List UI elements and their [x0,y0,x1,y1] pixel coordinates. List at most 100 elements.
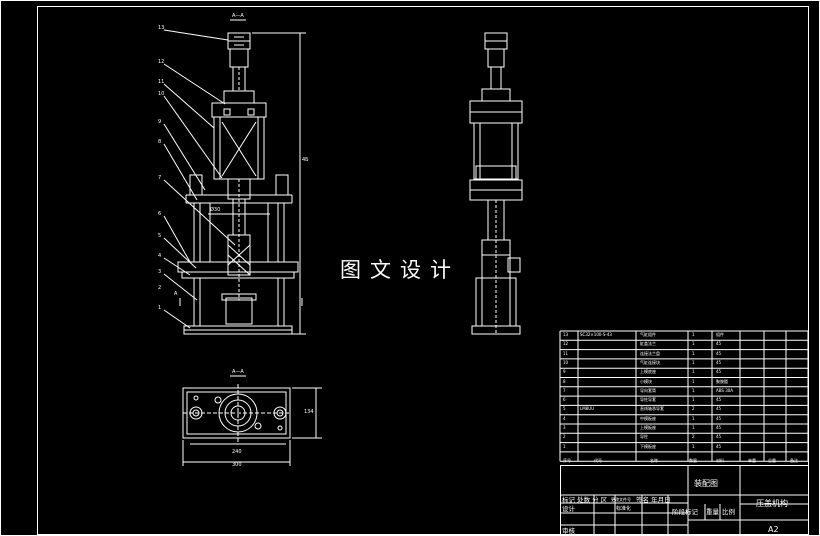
bore-dimension: Ø30 [210,207,221,213]
bom-cell-qty: 1 [692,341,695,347]
bom-cell-name: 导柱导套 [640,397,656,403]
bom-cell-material: ABS 30A [716,387,734,393]
part-number-label: 5 [158,233,162,239]
section-arrow-label: A [174,291,178,297]
part-number-label: 9 [158,119,162,125]
product-name: 压盖机构 [756,499,788,508]
bom-header-total: 总重 [768,458,776,463]
bom-cell-material: 45 [716,406,722,412]
bom-cell-qty: 1 [692,350,695,356]
part-number-label: 2 [158,285,162,291]
bom-cell-material: 45 [716,350,722,356]
bom-cell-name: 缸盖法兰 [640,341,656,347]
title-block [560,465,809,536]
plan-depth-dimension: 134 [304,409,314,415]
part-number-label: 13 [158,25,165,31]
front-section-label: A—A [232,13,244,19]
bom-cell-material: 45 [716,359,722,365]
bom-cell-no: 12 [563,341,569,347]
bom-cell-no: 5 [563,406,566,412]
bom-cell-name: 上模底座 [640,369,656,375]
bom-cell-name: 导柱 [640,434,648,440]
front-view [163,19,306,335]
bom-header-code: 代号 [594,458,602,463]
part-number-label: 3 [158,269,162,275]
bom-cell-qty: 1 [692,332,695,337]
drawing-frame [37,6,809,535]
bom-cell-qty: 2 [692,406,695,412]
bom-cell-material: 45 [716,443,722,449]
bom-cell-no: 8 [563,378,566,384]
drawing-name: 装配图 [694,479,718,488]
stage-mark-label: 阶段标记 [672,508,698,516]
height-dimension: 4Б [302,157,309,163]
bom-cell-material: 45 [716,369,722,375]
plan-outer-dimension: 300 [232,462,242,468]
bom-cell-qty: 1 [692,425,695,430]
bom-cell-material: 45 [716,425,722,430]
revision-file-no: 更改文件号 [611,497,631,502]
bom-cell-name: 导向套筒 [640,387,656,393]
bom-cell-qty: 2 [692,434,695,440]
weight-label: 重量 [706,508,719,516]
side-view [469,32,523,335]
bom-header-remark: 备注 [790,458,798,463]
bom-cell-name: 直线轴承导套 [640,406,664,412]
bom-cell-name: 气缸连接块 [640,359,660,365]
bom-cell-material: 45 [716,434,722,440]
part-number-label: 6 [158,211,162,217]
bom-cell-no: 13 [563,332,569,337]
bom-cell-no: 4 [563,415,566,421]
bom-cell-name: 气缸组件 [640,332,656,337]
parts-list-table [559,330,809,462]
sheet-size: A2 [768,525,779,534]
bom-cell-qty: 1 [692,415,695,421]
bom-cell-qty: 1 [692,387,695,393]
bom-header-material: 材料 [716,458,724,463]
bom-cell-code: SC32×100-S-43 [580,332,612,337]
bom-cell-material: 45 [716,415,722,421]
part-number-label: 11 [158,79,165,85]
revision-row: 标记 处数 分 区 [562,496,608,504]
part-number-label: 8 [158,139,162,145]
bom-header-qty: 数量 [689,458,697,463]
sign-date: 签名 年月日 [636,496,671,504]
bom-header-no: 序号 [563,458,571,463]
plan-view [182,375,322,466]
bom-cell-no: 11 [563,350,569,356]
bom-cell-name: 小模块 [640,378,652,384]
watermark-text: 图文设计 [340,258,460,282]
part-number-label: 10 [158,91,165,97]
scale-label: 比例 [722,508,735,516]
bom-cell-material: 45 [716,341,722,347]
bom-cell-qty: 1 [692,378,695,384]
bom-cell-name: 上模板座 [640,425,656,430]
plan-section-label: A—A [232,369,244,375]
bom-cell-qty: 1 [692,359,695,365]
bom-cell-no: 3 [563,425,566,430]
bom-cell-no: 7 [563,387,566,393]
bom-header-single: 单重 [748,458,756,463]
bom-cell-no: 10 [563,359,569,365]
review-label: 审核 [562,527,575,535]
bom-cell-material: 组件 [716,332,724,337]
bom-cell-name: 连接法兰盘 [640,350,660,356]
bom-cell-qty: 1 [692,443,695,449]
bom-cell-material: 聚胺酯 [716,378,728,384]
design-label: 设计 [562,505,575,513]
part-number-label: 1 [158,305,162,311]
bom-cell-name: 下模板座 [640,443,656,449]
bom-cell-no: 2 [563,434,566,440]
bom-cell-no: 9 [563,369,566,375]
part-number-label: 4 [158,253,162,259]
bom-cell-qty: 1 [692,397,695,403]
bom-header-name: 名称 [650,458,658,463]
bom-cell-no: 1 [563,443,566,449]
standardization-label: 标准化 [616,506,632,512]
bom-cell-code: LM8UU [580,406,595,412]
bom-cell-material: 45 [716,397,722,403]
plan-inner-dimension: 240 [232,449,242,455]
bom-cell-no: 6 [563,397,566,403]
bom-cell-qty: 1 [692,369,695,375]
